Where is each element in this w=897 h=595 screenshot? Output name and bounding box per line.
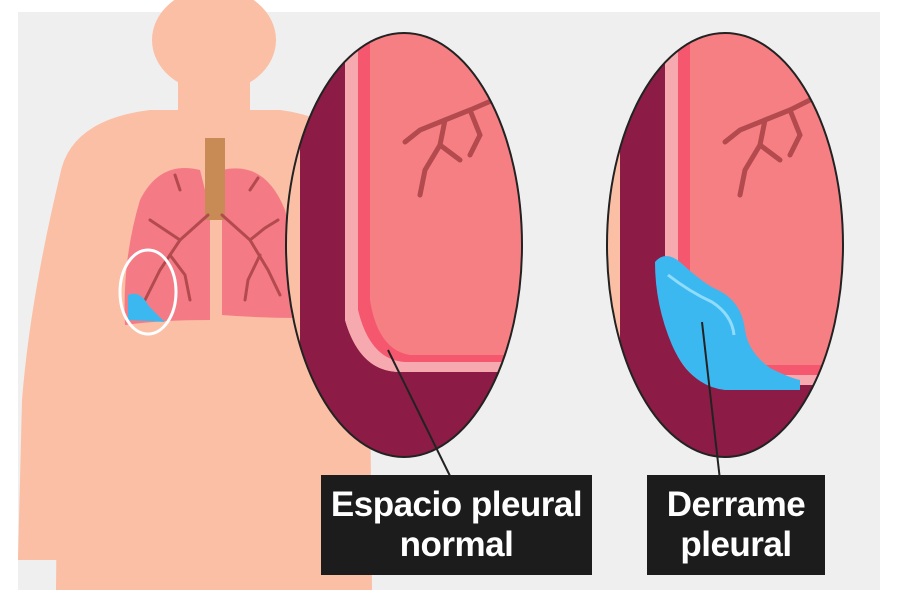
label-pleural-effusion: Derrame pleural bbox=[647, 475, 825, 575]
label-effusion-line2: pleural bbox=[647, 525, 825, 565]
label-normal-line2: normal bbox=[321, 525, 592, 565]
trachea bbox=[205, 138, 225, 220]
label-normal-pleural-space: Espacio pleural normal bbox=[321, 475, 592, 575]
label-normal-line1: Espacio pleural bbox=[321, 485, 592, 525]
label-effusion-line1: Derrame bbox=[647, 485, 825, 525]
